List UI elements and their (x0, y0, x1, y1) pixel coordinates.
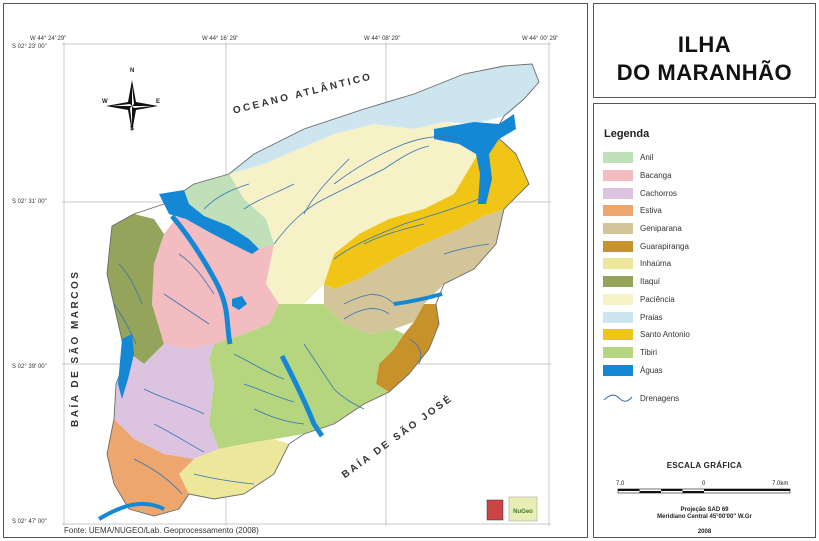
legend-swatch (603, 258, 633, 270)
water-bacanga-river (170, 214, 233, 345)
legend-item-drainage: Drenagens (603, 393, 679, 404)
coord-top-3: W 44° 08' 29" (364, 36, 401, 42)
legend-item: Praias (603, 308, 690, 326)
legend-label: Paciência (640, 294, 675, 304)
legend-item: Bacanga (603, 167, 690, 185)
scale-label-left: 7.0 (616, 481, 625, 487)
water-southwest-bay (97, 501, 165, 521)
legend-label: Itaquí (640, 277, 661, 287)
map-frame: NuGeo N S E W W 44° 24' 29" W 44° 16' 29… (3, 3, 588, 538)
legend-item: Geniparana (603, 220, 690, 238)
legend-item: Paciência (603, 291, 690, 309)
legend-swatch (603, 187, 633, 199)
legend-label: Estiva (640, 206, 662, 216)
legend-label: Praias (640, 312, 663, 322)
legend-swatch (603, 293, 633, 305)
legend-item: Inhaúma (603, 255, 690, 273)
compass-w-label: W (102, 99, 108, 105)
water-anil-estuary (159, 190, 259, 254)
uema-logo (486, 499, 504, 521)
legend-swatch (603, 276, 633, 288)
scale-title: ESCALA GRÁFICA (666, 461, 743, 470)
legend-swatch (603, 170, 633, 182)
compass-rose (106, 80, 158, 132)
water-east-channel (393, 292, 443, 306)
coord-left-1: S 02° 23' 00" (12, 44, 47, 50)
nugeo-logo-text: NuGeo (513, 509, 533, 515)
legend-label: Bacanga (640, 171, 672, 181)
legend-label: Guarapiranga (640, 241, 689, 251)
drainage-line-icon (603, 394, 633, 402)
legend-item: Águas (603, 361, 690, 379)
legend-label: Santo Antonio (640, 330, 690, 340)
legend-item: Tibiri (603, 344, 690, 362)
basin-paciencia (229, 122, 484, 304)
legend-item: Guarapiranga (603, 237, 690, 255)
nugeo-logo (508, 496, 538, 522)
water-northeast-channel (434, 114, 516, 204)
legend-label: Águas (640, 365, 663, 375)
legend-item: Itaquí (603, 273, 690, 291)
basin-estiva (107, 419, 194, 516)
map-source: Fonte: UEMA/NUGEO/Lab. Geoprocessamento … (64, 526, 259, 535)
legend-item: Anil (603, 149, 690, 167)
compass-n-label: N (130, 68, 135, 74)
projection-line-1: Projeção SAD 69 (680, 507, 729, 513)
legend-item: Cachorros (603, 184, 690, 202)
map-title-line-2: DO MARANHÃO (616, 60, 793, 85)
map-title-line-1: ILHA (677, 32, 732, 57)
legend-label-drainage: Drenagens (640, 394, 680, 403)
legend-swatch (603, 364, 633, 376)
water-south-channel (279, 354, 325, 438)
legend-swatch (603, 205, 633, 217)
legend-label: Cachorros (640, 188, 677, 198)
basin-inhauma (179, 439, 289, 499)
map-canvas[interactable]: NuGeo (4, 4, 587, 537)
legend-label: Geniparana (640, 224, 682, 234)
basin-tibiri (209, 304, 404, 449)
basin-guarapiranga (376, 304, 439, 392)
scale-label-mid: 0 (702, 481, 706, 487)
coord-top-1: W 44° 24' 29" (30, 36, 67, 42)
basin-anil (164, 174, 274, 249)
legend-swatch (603, 152, 633, 164)
legend-label: Anil (640, 153, 654, 163)
island-coastline (106, 63, 540, 517)
scale-bar: 7.0 0 7.0km (616, 481, 791, 494)
water-lake (232, 296, 247, 310)
legend-label: Inhaúma (640, 259, 672, 269)
compass-s-label: S (130, 126, 135, 132)
title-box: ILHA DO MARANHÃO (593, 3, 816, 98)
water-west-channel (118, 334, 134, 399)
scale-label-right: 7.0km (772, 481, 788, 487)
map-year: 2008 (697, 529, 712, 535)
basin-santo-antonio (324, 129, 529, 289)
coord-left-2: S 02° 31' 00" (12, 199, 47, 205)
basin-cachorros (114, 344, 219, 459)
coord-top-2: W 44° 16' 29" (202, 36, 239, 42)
basin-praias (229, 64, 539, 174)
coord-left-3: S 02° 39' 00" (12, 364, 47, 370)
bay-sao-marcos-label: BAÍA DE SÃO MARCOS (70, 269, 81, 427)
legend-swatch (603, 311, 633, 323)
legend-label: Tibiri (640, 347, 658, 357)
coord-left-4: S 02° 47' 00" (12, 519, 47, 525)
legend-item: Estiva (603, 202, 690, 220)
compass-e-label: E (156, 99, 161, 105)
legend-heading: Legenda (604, 128, 650, 140)
legend-swatch (603, 329, 633, 341)
legend-item: Santo Antonio (603, 326, 690, 344)
projection-line-2: Meridiano Central 45°00'00'' W.Gr (657, 514, 752, 520)
basin-geniparana (324, 209, 504, 334)
legend-swatch (603, 223, 633, 235)
legend-swatch (603, 240, 633, 252)
coord-top-4: W 44° 00' 29" (522, 36, 559, 42)
legend-swatch (603, 346, 633, 358)
